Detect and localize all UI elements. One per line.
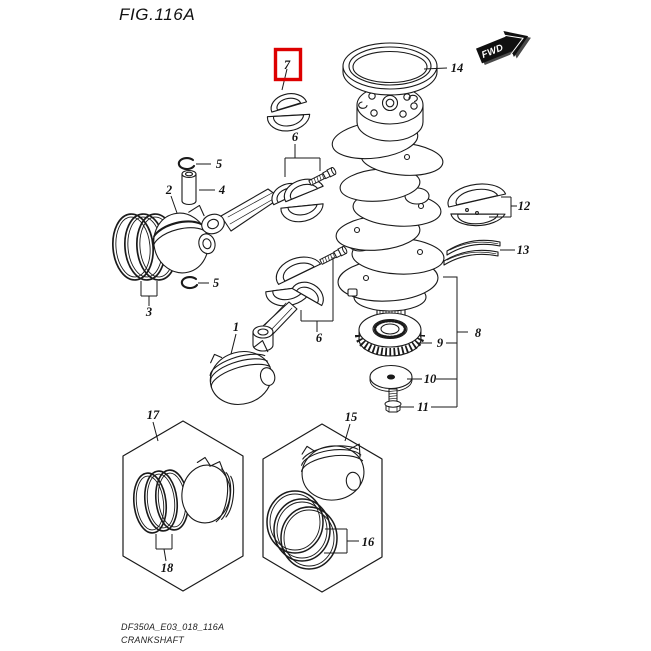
- callout-12[interactable]: 12: [518, 199, 531, 213]
- callout-labels: 7 6 14 5 2 4 3 5 1 6 12 13 9 10 8 11 17 …: [145, 58, 530, 575]
- callout-16[interactable]: 16: [362, 535, 375, 549]
- piston-inset-17: [181, 456, 235, 524]
- bearing-shell-set-top: [266, 93, 311, 132]
- leader-8: [443, 276, 468, 407]
- circlip-5-upper: [177, 156, 196, 171]
- fwd-arrow-outline: [502, 34, 524, 55]
- callout-17[interactable]: 17: [147, 408, 160, 422]
- callout-5-lower[interactable]: 5: [213, 276, 219, 290]
- leader-12: [489, 196, 517, 218]
- fwd-arrow: FWD: [476, 31, 531, 65]
- connecting-rod-lower: [252, 281, 324, 352]
- leader-6-lower: [300, 257, 334, 332]
- callout-7[interactable]: 7: [284, 58, 291, 72]
- callout-18[interactable]: 18: [161, 561, 174, 575]
- circlip-5-lower: [180, 275, 199, 290]
- leader-14: [423, 67, 448, 70]
- leader-17: [152, 421, 159, 442]
- piston-inset-15: [300, 443, 365, 501]
- callout-6-lower[interactable]: 6: [316, 331, 323, 345]
- rod-bolt-upper: [307, 166, 338, 187]
- piston-pin-4: [181, 169, 197, 206]
- callout-13[interactable]: 13: [517, 243, 530, 257]
- rod-cap-set-upper: [280, 178, 324, 223]
- callout-5-upper[interactable]: 5: [216, 157, 222, 171]
- crankshaft: [331, 85, 445, 334]
- callout-10[interactable]: 10: [424, 372, 437, 386]
- figure-name: CRANKSHAFT: [121, 635, 185, 645]
- callout-8[interactable]: 8: [475, 326, 482, 340]
- diagram-art: [112, 42, 507, 593]
- washer-10: [369, 364, 413, 392]
- leader-lines: [140, 67, 517, 562]
- inset-hexagon-17: [122, 420, 244, 592]
- bolt-11: [384, 388, 402, 413]
- leader-6-upper: [284, 144, 321, 177]
- inset-hexagon-15: [262, 423, 383, 593]
- leader-1: [230, 333, 237, 355]
- figure-title: FIG.116A: [119, 5, 195, 24]
- callout-6-upper[interactable]: 6: [292, 130, 299, 144]
- highlight-box: [273, 47, 303, 82]
- callout-2[interactable]: 2: [165, 183, 172, 197]
- figure-code: DF350A_E03_018_116A: [121, 622, 224, 632]
- thrust-washer-set-13: [443, 239, 501, 266]
- leader-15: [344, 423, 351, 442]
- rod-bolt-lower: [318, 245, 349, 266]
- piston-ring-set-16: [266, 490, 338, 570]
- callout-11[interactable]: 11: [417, 400, 429, 414]
- rod-cap-set-lower: [265, 256, 322, 307]
- callout-15[interactable]: 15: [345, 410, 358, 424]
- leader-18: [155, 534, 173, 562]
- leader-16: [324, 528, 359, 554]
- bearing-shell-set-right: [447, 183, 507, 227]
- callout-1[interactable]: 1: [233, 320, 239, 334]
- fwd-arrow-body: [476, 31, 529, 64]
- callout-4[interactable]: 4: [218, 183, 225, 197]
- piston-1: [209, 340, 276, 405]
- leader-3: [140, 281, 158, 306]
- callout-3[interactable]: 3: [145, 305, 152, 319]
- callout-14[interactable]: 14: [451, 61, 464, 75]
- drive-gear-9: [355, 312, 425, 357]
- seal-ring-14: [342, 42, 438, 96]
- leader-2: [170, 195, 178, 214]
- callout-9[interactable]: 9: [437, 336, 444, 350]
